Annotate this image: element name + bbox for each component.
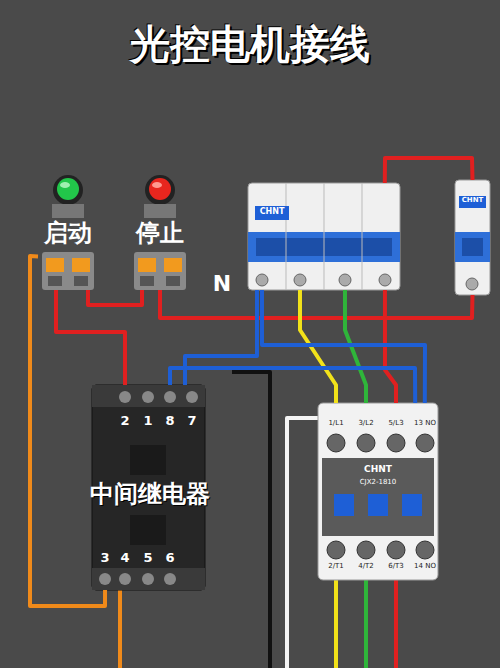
wire: [170, 368, 415, 403]
contactor: CHNT CJX2-1810: [318, 403, 438, 580]
terminal-label: 5/L3: [388, 420, 403, 428]
pin-number: 4: [120, 551, 129, 565]
wire: [262, 290, 425, 403]
node-text: CHNT: [455, 197, 490, 205]
terminal-label: 3/L2: [358, 420, 373, 428]
terminal-label: 1/L1: [328, 420, 343, 428]
title: 光控电机接线: [0, 22, 500, 66]
pin-number: 8: [165, 414, 174, 428]
contactor-body: [318, 403, 438, 580]
pin-number: 7: [187, 414, 196, 428]
pin-number: 6: [165, 551, 174, 565]
pin-number: 1: [143, 414, 152, 428]
pin-number: 5: [143, 551, 152, 565]
node-text: 停止: [130, 220, 190, 246]
wire: [30, 256, 105, 606]
stop-button: 停止: [130, 178, 190, 290]
terminal-label: 4/T2: [358, 563, 374, 571]
terminal-label: 6/T3: [388, 563, 404, 571]
node-text: 启动: [38, 220, 98, 246]
start-button: 启动: [38, 178, 98, 290]
node-text: 中间继电器: [70, 481, 230, 507]
terminal-label: 14 NO: [414, 563, 436, 571]
four-pole-breaker: CHNT: [248, 183, 400, 290]
node-text: CHNT: [255, 208, 289, 217]
neutral-label: N: [213, 272, 231, 296]
node-text: CJX2-1810: [318, 479, 438, 487]
single-pole-breaker: CHNT: [455, 180, 490, 295]
wire: [185, 290, 257, 385]
wire: [160, 290, 473, 318]
node-text: CHNT: [318, 465, 438, 475]
wire: [56, 290, 125, 385]
pin-number: 3: [100, 551, 109, 565]
wire: [88, 290, 142, 305]
terminal-label: 2/T1: [328, 563, 344, 571]
terminal-label: 13 NO: [414, 420, 436, 428]
wire: [385, 158, 473, 183]
four-pole-breaker: [248, 183, 400, 290]
pin-number: 2: [120, 414, 129, 428]
single-pole-breaker: [455, 180, 490, 295]
